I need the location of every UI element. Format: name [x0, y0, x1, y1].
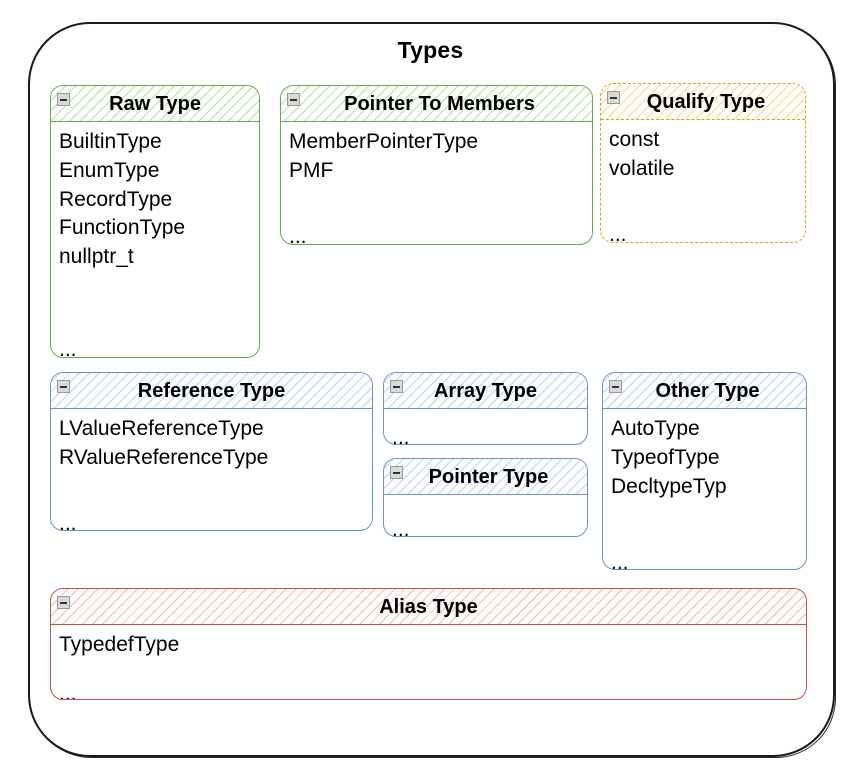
package-title-pointer-type: Pointer Type	[428, 465, 549, 488]
package-header-pointer-type: Pointer Type	[384, 459, 587, 495]
list-item: FunctionType	[59, 216, 186, 240]
package-raw-type[interactable]: Raw Type BuiltinType EnumType RecordType…	[50, 85, 260, 358]
package-body-qualify-type: const volatile ...	[601, 120, 805, 242]
package-header-array-type: Array Type	[384, 373, 587, 409]
list-item: EnumType	[59, 158, 160, 182]
list-ellipsis: ...	[289, 225, 307, 245]
package-title-alias-type: Alias Type	[379, 595, 478, 618]
collapse-minus-icon[interactable]	[57, 596, 70, 609]
list-ellipsis: ...	[59, 682, 77, 700]
package-header-raw-type: Raw Type	[51, 86, 259, 122]
list-ellipsis: ...	[59, 338, 77, 358]
list-item: RValueReferenceType	[59, 445, 269, 469]
package-other-type[interactable]: Other Type AutoType TypeofType DecltypeT…	[602, 372, 807, 570]
package-alias-type[interactable]: Alias Type TypedefType ...	[50, 588, 807, 700]
package-title-other-type: Other Type	[655, 379, 760, 402]
list-ellipsis: ...	[392, 426, 410, 445]
package-header-reference-type: Reference Type	[51, 373, 372, 409]
list-item: PMF	[289, 158, 334, 182]
package-header-alias-type: Alias Type	[51, 589, 806, 625]
list-item: volatile	[609, 156, 675, 180]
collapse-minus-icon[interactable]	[609, 380, 622, 393]
list-item: TypedefType	[59, 633, 180, 656]
package-body-other-type: AutoType TypeofType DecltypeTyp ...	[603, 409, 806, 569]
package-body-pointer-type: ...	[384, 495, 587, 536]
package-body-alias-type: TypedefType ...	[51, 625, 806, 699]
diagram-title: Types	[397, 37, 464, 63]
list-item: LValueReferenceType	[59, 417, 264, 440]
collapse-minus-icon[interactable]	[57, 380, 70, 393]
list-item: AutoType	[611, 417, 700, 440]
package-reference-type[interactable]: Reference Type LValueReferenceType RValu…	[50, 372, 373, 531]
package-qualify-type[interactable]: Qualify Type const volatile ...	[600, 83, 806, 243]
package-header-other-type: Other Type	[603, 373, 806, 409]
collapse-minus-icon[interactable]	[390, 380, 403, 393]
list-ellipsis: ...	[611, 551, 629, 570]
list-ellipsis: ...	[609, 223, 627, 243]
package-body-reference-type: LValueReferenceType RValueReferenceType …	[51, 409, 372, 530]
list-item: const	[609, 128, 660, 151]
list-item: MemberPointerType	[289, 130, 479, 153]
list-item: BuiltinType	[59, 130, 162, 153]
list-item: DecltypeTyp	[611, 474, 727, 498]
package-body-array-type: ...	[384, 409, 587, 444]
list-ellipsis: ...	[59, 512, 77, 531]
collapse-minus-icon[interactable]	[607, 91, 620, 104]
package-title-reference-type: Reference Type	[137, 379, 286, 402]
package-title-qualify-type: Qualify Type	[646, 90, 766, 113]
package-title-raw-type: Raw Type	[109, 92, 201, 115]
list-item: nullptr_t	[59, 245, 134, 269]
package-title-pointer-to-members: Pointer To Members	[344, 92, 535, 115]
list-item: RecordType	[59, 187, 173, 211]
package-body-raw-type: BuiltinType EnumType RecordType Function…	[51, 122, 259, 357]
collapse-minus-icon[interactable]	[287, 93, 300, 106]
package-pointer-to-members[interactable]: Pointer To Members MemberPointerType PMF…	[280, 85, 593, 245]
collapse-minus-icon[interactable]	[57, 93, 70, 106]
package-header-qualify-type: Qualify Type	[601, 84, 805, 120]
list-ellipsis: ...	[392, 518, 410, 537]
package-body-pointer-to-members: MemberPointerType PMF ...	[281, 122, 592, 244]
collapse-minus-icon[interactable]	[390, 466, 403, 479]
package-title-array-type: Array Type	[433, 379, 537, 402]
list-item: TypeofType	[611, 445, 720, 469]
package-header-pointer-to-members: Pointer To Members	[281, 86, 592, 122]
package-array-type[interactable]: Array Type ...	[383, 372, 588, 445]
package-pointer-type[interactable]: Pointer Type ...	[383, 458, 588, 537]
